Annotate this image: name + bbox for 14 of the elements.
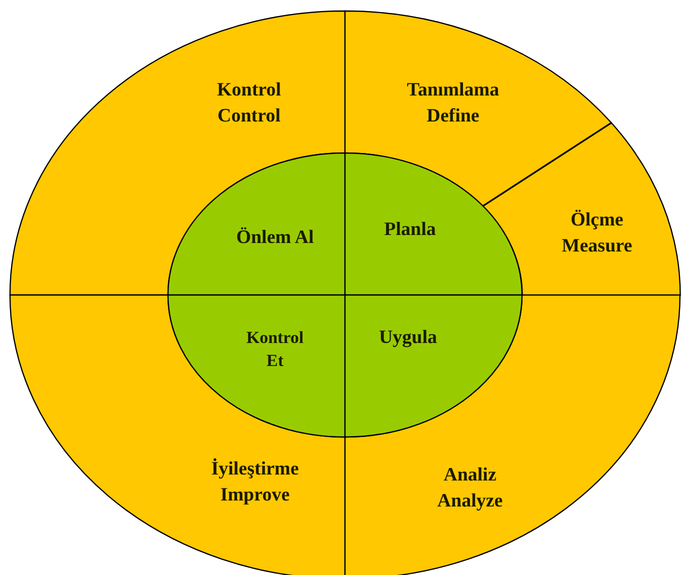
sector-label: Ölçme [570, 208, 624, 232]
sector-label: Improve [219, 483, 291, 507]
sector-label: Analyze [437, 489, 503, 513]
sector-label: Önlem Al [235, 226, 315, 250]
sector-label: Kontrol Et [245, 327, 305, 372]
sector-label: Kontrol [216, 78, 282, 102]
sector-label: İyileştirme [211, 457, 299, 482]
sector-label: Uygula [378, 326, 438, 350]
sector-label: Control [216, 104, 282, 128]
sector-label: Measure [562, 234, 632, 258]
sector-label: Define [426, 104, 480, 128]
sector-label: Planla [384, 218, 436, 242]
sector-label: Analiz [442, 463, 498, 488]
sector-label: Tanımlama [406, 78, 500, 102]
